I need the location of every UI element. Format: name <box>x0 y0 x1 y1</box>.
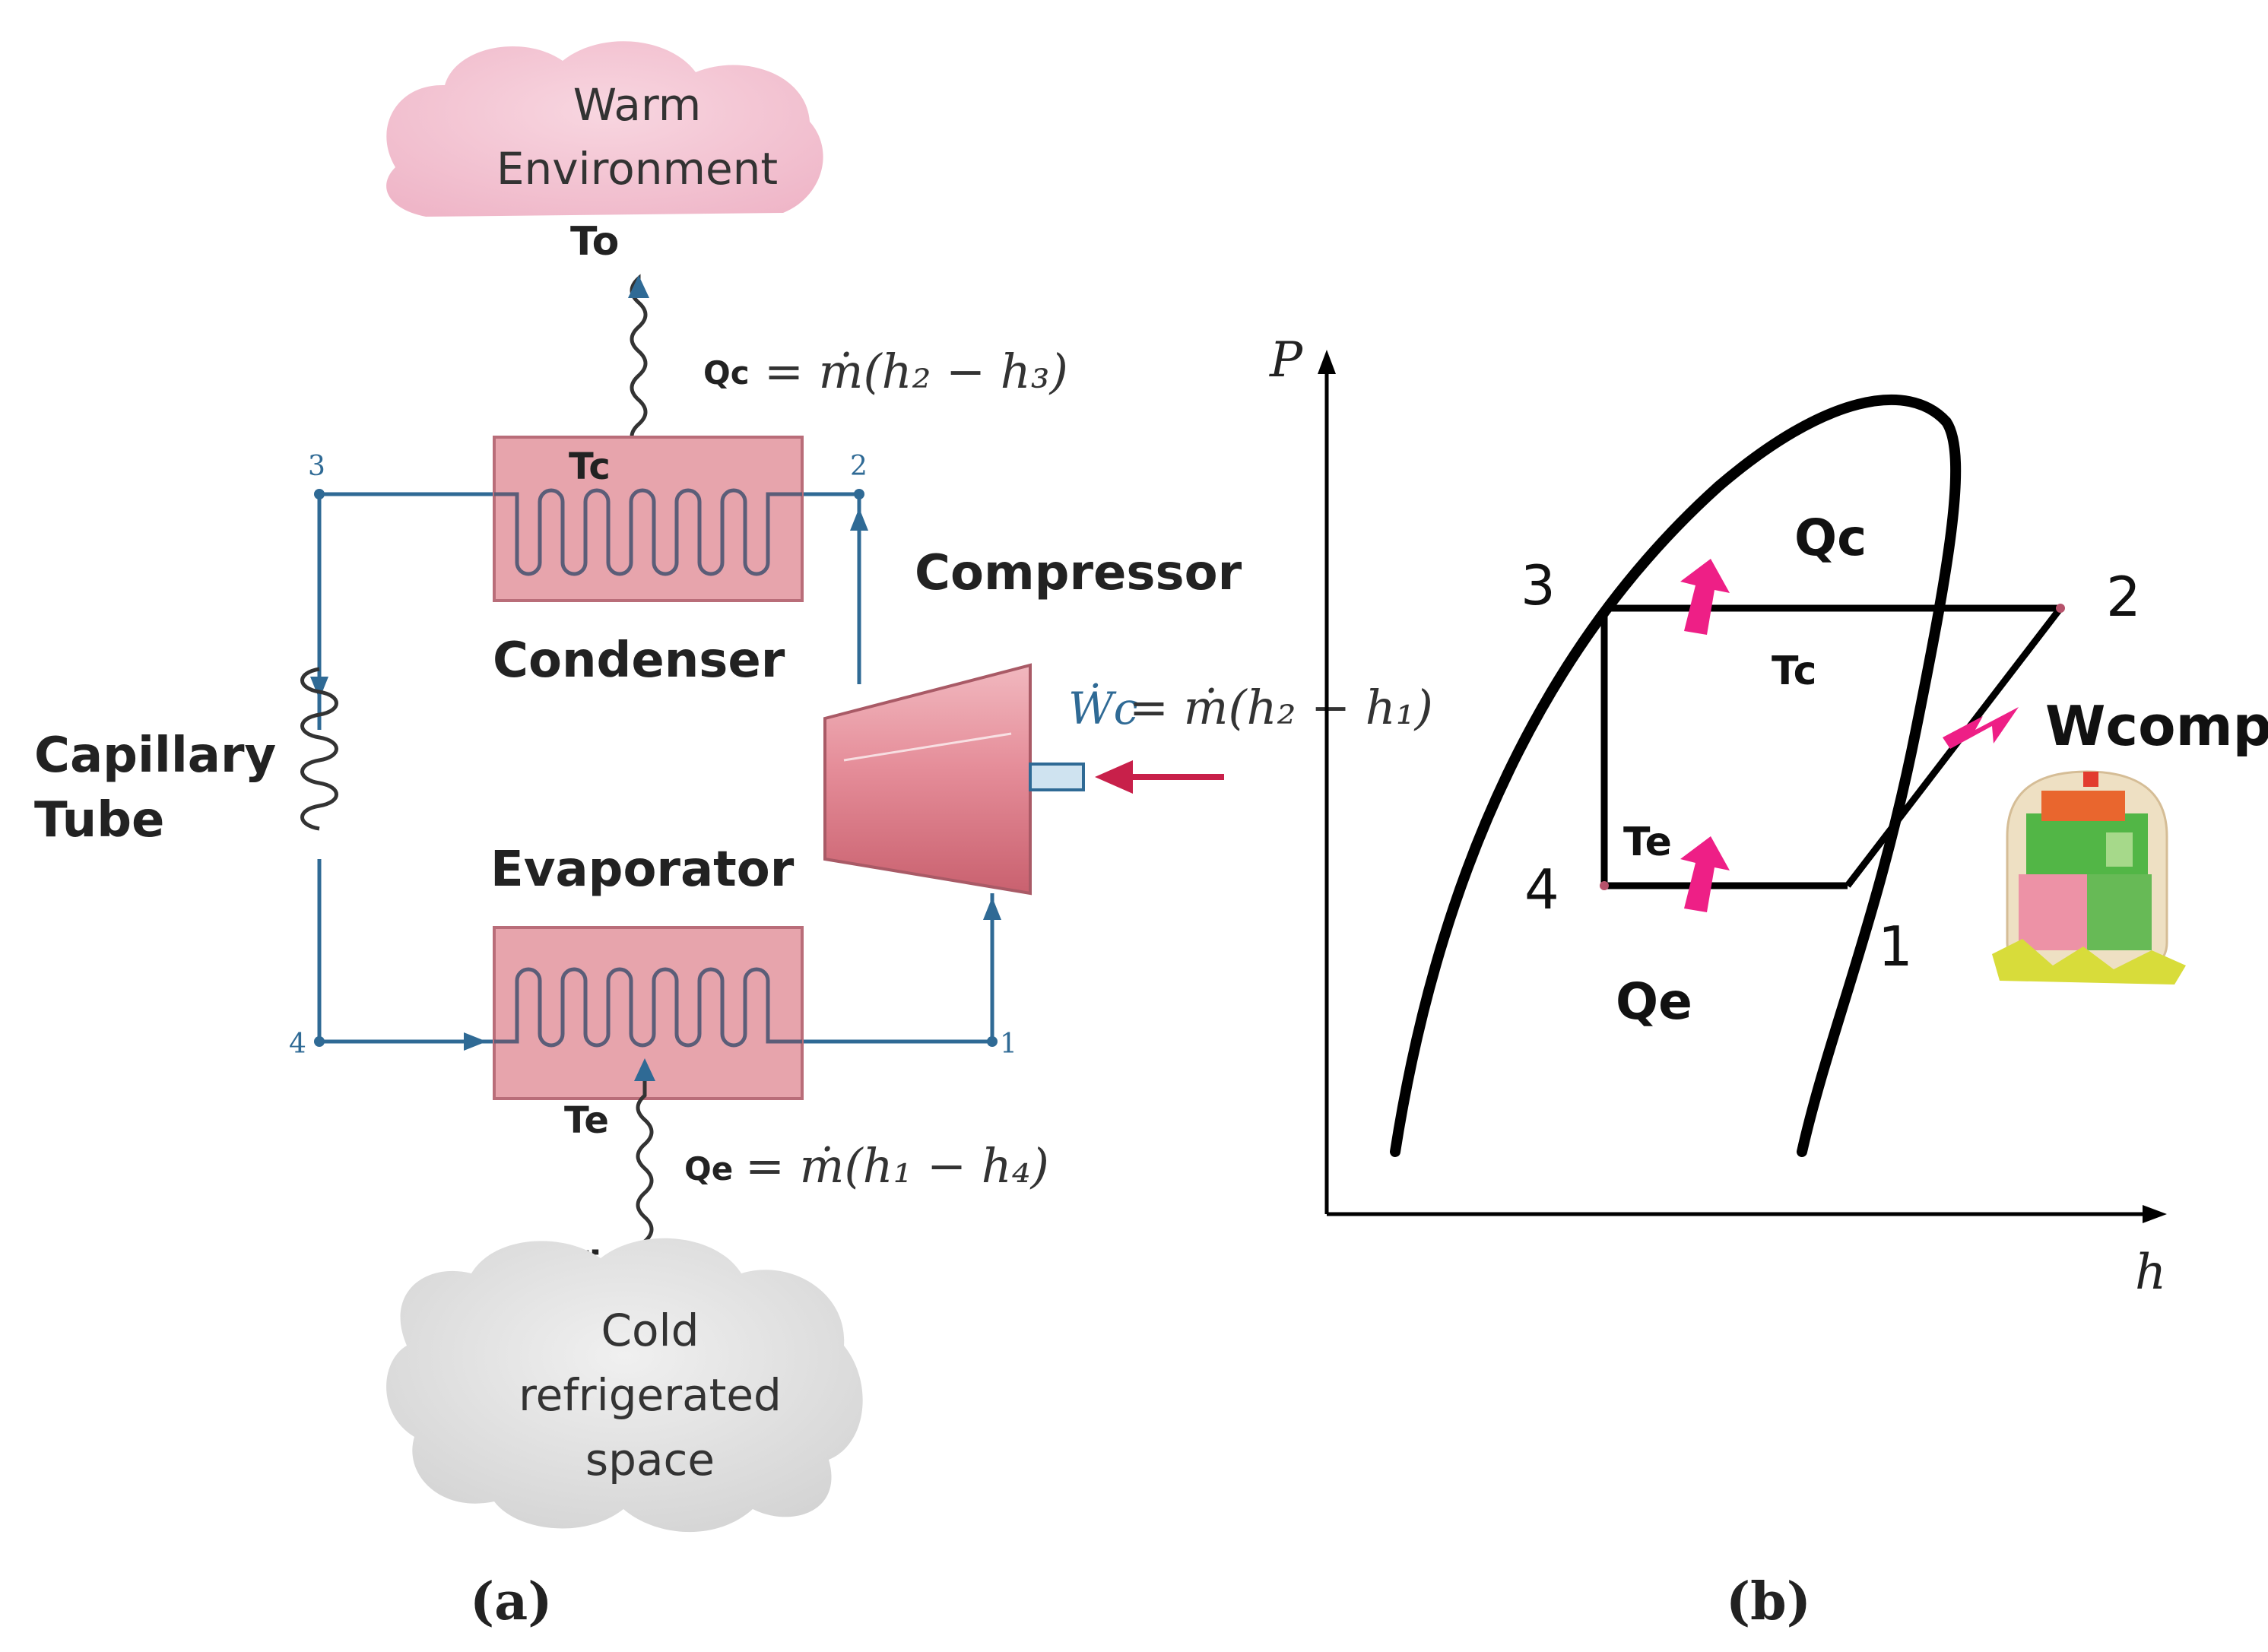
condenser-label: Condenser <box>493 633 785 689</box>
cold-space-cloud: Cold refrigerated space <box>386 1238 863 1533</box>
Q-c-region-label: Qc <box>1794 509 1867 567</box>
heat-absorption-arrowhead <box>634 1058 655 1081</box>
compressor <box>823 663 1085 896</box>
T-e-line-label: Te <box>1623 820 1672 865</box>
x-axis-arrowhead <box>2143 1205 2167 1223</box>
node-4-dot <box>314 1036 325 1047</box>
node-3-label: 3 <box>308 451 325 482</box>
point-4-label: 4 <box>1524 858 1559 921</box>
heat-rejection-arrowhead <box>628 275 649 298</box>
x-axis-label: h <box>2135 1245 2166 1301</box>
panel-a-cycle-schematic: Warm Environment To Qc = ṁ(h₂ − h₃) 3 <box>34 41 1433 1632</box>
node-4-label: 4 <box>289 1029 306 1060</box>
magenta-arrows <box>1680 559 2019 912</box>
compressor-label: Compressor <box>915 545 1242 601</box>
node-3-dot <box>314 489 325 499</box>
condenser: Tc <box>493 436 804 602</box>
warm-environment-cloud: Warm Environment <box>386 41 823 217</box>
node-1-dot <box>987 1036 998 1047</box>
flow-arrow-up-to-condenser <box>850 508 868 531</box>
heat-absorption-wavy-arrow <box>636 1064 654 1267</box>
Q-e-formula: = ṁ(h₁ − h₄) <box>745 1138 1049 1194</box>
T-c-label: Tc <box>569 446 611 488</box>
point-4-dot <box>1600 881 1609 890</box>
warm-cloud-line2: Environment <box>496 143 778 195</box>
Q-c-formula: = ṁ(h₂ − h₃) <box>764 344 1068 399</box>
capillary-tube <box>300 667 338 831</box>
flow-arrow-down-left <box>310 677 328 699</box>
refrigerant-loop <box>317 492 994 1044</box>
T-e-label: Te <box>564 1099 609 1142</box>
y-axis-arrowhead <box>1318 350 1336 374</box>
cold-space-line3: space <box>585 1434 715 1486</box>
Q-c-label: Qc <box>703 354 750 392</box>
node-2-dot <box>854 489 864 499</box>
node-2-label: 2 <box>850 451 868 482</box>
Q-e-label: Qe <box>684 1150 733 1187</box>
cold-space-line1: Cold <box>601 1305 699 1356</box>
work-input-arrowhead <box>1095 760 1133 794</box>
refrigeration-cycle <box>1600 604 2063 889</box>
condenser-heat-arrow <box>1680 559 1730 635</box>
flow-arrow-up-to-compressor <box>983 897 1001 920</box>
compressor-work-arrow <box>1943 707 2019 749</box>
W-comp-label: Wcomp <box>2045 694 2268 758</box>
evaporator-heat-arrow <box>1680 836 1730 912</box>
y-axis-label: P <box>1269 332 1303 388</box>
panel-a-caption: (a) <box>470 1571 552 1632</box>
T-o-label: To <box>570 219 619 265</box>
capillary-tube-label-line1: Capillary <box>34 728 276 784</box>
panel-b-ph-diagram: P h 3 2 4 1 Qc Tc Te Qe Wcomp <box>1269 332 2268 1632</box>
point-2-label: 2 <box>2106 565 2141 629</box>
point-1-label: 1 <box>1878 915 1913 978</box>
T-c-line-label: Tc <box>1772 648 1816 694</box>
point-3-label: 3 <box>1521 553 1556 617</box>
evaporator-label: Evaporator <box>490 842 795 898</box>
capillary-tube-label-line2: Tube <box>34 792 164 848</box>
point-2-dot <box>2056 604 2065 613</box>
heat-rejection-wavy-arrow <box>630 274 648 450</box>
cold-space-line2: refrigerated <box>519 1369 782 1421</box>
saturation-dome <box>1390 394 1962 1157</box>
W-c-formula: = ṁ(h₂ − h₁) <box>1129 680 1433 735</box>
flow-arrow-into-evaporator <box>464 1032 487 1051</box>
Q-e-region-label: Qe <box>1616 972 1692 1031</box>
compressor-3d-icon <box>1992 770 2186 985</box>
W-c-label: Ẇc <box>1068 683 1138 734</box>
panel-b-caption: (b) <box>1726 1571 1811 1632</box>
node-1-label: 1 <box>1000 1029 1017 1060</box>
warm-cloud-line1: Warm <box>573 79 702 131</box>
